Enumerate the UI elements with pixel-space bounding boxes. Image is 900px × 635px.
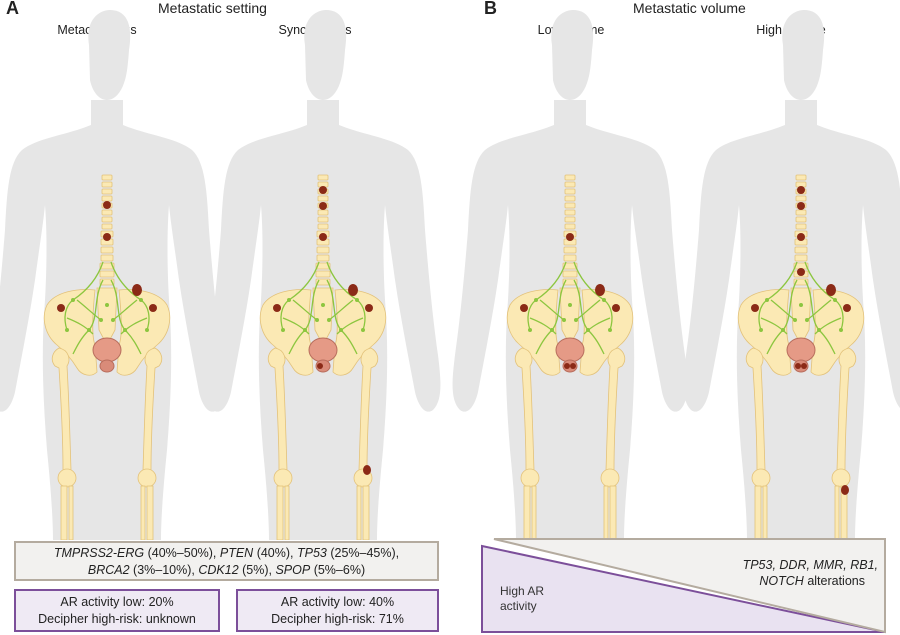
- alterations-label-2: NOTCH alterations: [759, 574, 865, 588]
- panel-a-title: Metastatic setting: [158, 0, 267, 16]
- high-ar-label-1: High AR: [500, 584, 544, 598]
- gene-value: (5%–6%): [310, 563, 366, 577]
- high-ar-triangle: [481, 544, 886, 633]
- gene-value: (3%–10%),: [129, 563, 199, 577]
- body-figures: [0, 10, 900, 540]
- gradient-triangles: High AR activity TP53, DDR, MMR, RB1, NO…: [481, 538, 886, 634]
- gene-value: (25%–45%),: [326, 546, 400, 560]
- figure-metachronous: [0, 10, 225, 540]
- gene-alterations-box: TMPRSS2-ERG (40%–50%), PTEN (40%), TP53 …: [14, 541, 439, 581]
- gene-line-2: BRCA2 (3%–10%), CDK12 (5%), SPOP (5%–6%): [16, 562, 437, 579]
- gene-cdk12: CDK12: [198, 563, 239, 577]
- alterations-label-1: TP53, DDR, MMR, RB1,: [743, 558, 878, 572]
- figure-low-volume: [452, 10, 688, 540]
- gene-tmprss2-erg: TMPRSS2-ERG: [53, 546, 145, 560]
- ar-activity-text: AR activity low: 40%: [280, 595, 395, 609]
- gene-line-1: TMPRSS2-ERG (40%–50%), PTEN (40%), TP53 …: [16, 545, 437, 562]
- gene-value: (40%),: [253, 546, 297, 560]
- gene-brca2: BRCA2: [87, 563, 130, 577]
- gene-tp53: TP53: [296, 546, 327, 560]
- ar-activity-box-metachronous: AR activity low: 20% Decipher high-risk:…: [14, 589, 220, 632]
- gene-spop: SPOP: [275, 563, 311, 577]
- figure-synchronous: [205, 10, 441, 540]
- panel-a-letter: A: [6, 0, 19, 18]
- gene-pten: PTEN: [219, 546, 254, 560]
- gene-value: (5%),: [238, 563, 276, 577]
- figure-high-volume: [683, 10, 900, 540]
- decipher-risk-text: Decipher high-risk: unknown: [38, 612, 196, 626]
- ar-activity-text: AR activity low: 20%: [60, 595, 174, 609]
- decipher-risk-text: Decipher high-risk: 71%: [271, 612, 404, 626]
- gene-value: (40%–50%),: [144, 546, 220, 560]
- panel-b-title: Metastatic volume: [633, 0, 746, 16]
- panel-b-letter: B: [484, 0, 497, 18]
- alterations-triangle: [493, 538, 886, 634]
- high-ar-label-2: activity: [500, 599, 537, 613]
- ar-activity-box-synchronous: AR activity low: 40% Decipher high-risk:…: [236, 589, 439, 632]
